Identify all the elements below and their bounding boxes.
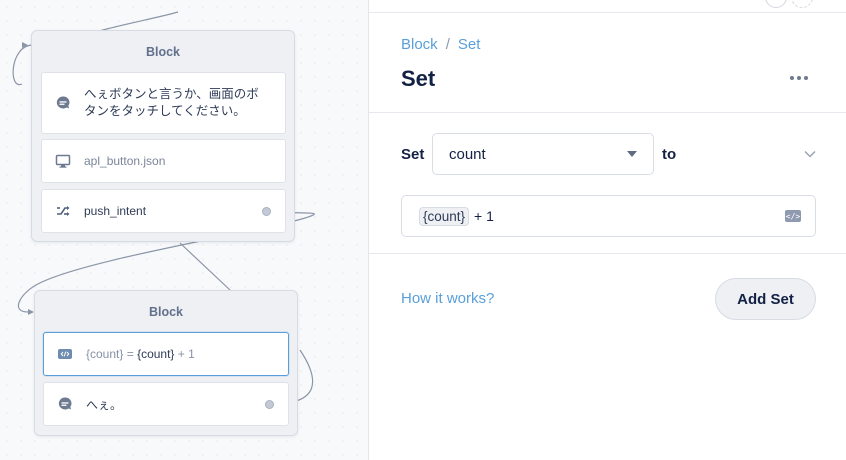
more-dot-icon [790,76,794,80]
code-icon [52,347,78,361]
expression-input[interactable]: {count} + 1 </> [401,195,816,237]
monitor-icon [50,153,76,169]
add-set-button[interactable]: Add Set [715,278,816,320]
to-label: to [662,146,677,163]
toolbar-circle-left[interactable] [765,0,787,8]
set-step-value: {count} [137,347,175,361]
variable-select-value: count [449,145,486,163]
breadcrumb: Block / Set [401,36,480,53]
intent-port[interactable] [262,207,271,216]
speak-step[interactable]: へぇボタンと言うか、画面のボタンをタッチしてください。 [41,72,286,134]
block-top-title: Block [145,45,181,59]
more-options-button[interactable] [785,66,813,90]
set-step-var: {count} [86,347,124,361]
header-divider [369,112,846,113]
set-step-rest: + 1 [174,347,195,361]
more-dot-icon [797,76,801,80]
breadcrumb-current: Set [457,36,481,53]
shuffle-icon [50,203,76,219]
visual-step[interactable]: apl_button.json [41,139,286,183]
visual-step-text: apl_button.json [84,154,166,168]
block-top[interactable]: Block へぇボタンと言うか、画面のボタンをタッチしてください。 apl_bu… [31,30,295,242]
speak-port[interactable] [265,400,274,409]
page-title: Set [401,66,436,91]
more-dot-icon [804,76,808,80]
intent-step-text: push_intent [84,204,147,218]
block-bottom-title: Block [148,305,184,319]
set-label: Set [401,146,425,163]
toolbar-circle-right[interactable] [791,0,813,8]
breadcrumb-separator: / [445,36,450,53]
set-step-eq: = [123,347,138,361]
variable-chip: {count} [419,206,470,226]
chevron-down-icon[interactable] [802,146,818,162]
caret-down-icon [627,151,637,157]
flow-canvas[interactable]: Block へぇボタンと言うか、画面のボタンをタッチしてください。 apl_bu… [0,0,368,460]
section-divider [369,253,846,254]
set-step[interactable]: {count} = {count} + 1 [43,332,289,376]
speak-step-bottom[interactable]: へぇ。 [43,382,289,426]
intent-step[interactable]: push_intent [41,189,286,233]
set-editor-panel: Block / Set Set Set count to {count} + 1… [368,0,846,460]
expression-rest: + 1 [474,208,494,224]
code-icon[interactable]: </> [785,210,801,222]
top-divider [369,12,846,13]
speak-icon [50,95,76,111]
block-bottom[interactable]: Block {count} = {count} + 1 へぇ。 [34,290,298,436]
variable-select[interactable]: count [432,133,654,175]
breadcrumb-parent[interactable]: Block [401,36,438,53]
speak-step-text: へぇボタンと言うか、画面のボタンをタッチしてください。 [84,87,259,118]
speak-icon [52,396,78,412]
how-it-works-link[interactable]: How it works? [401,290,495,307]
speak-step-bottom-text: へぇ。 [86,397,123,412]
